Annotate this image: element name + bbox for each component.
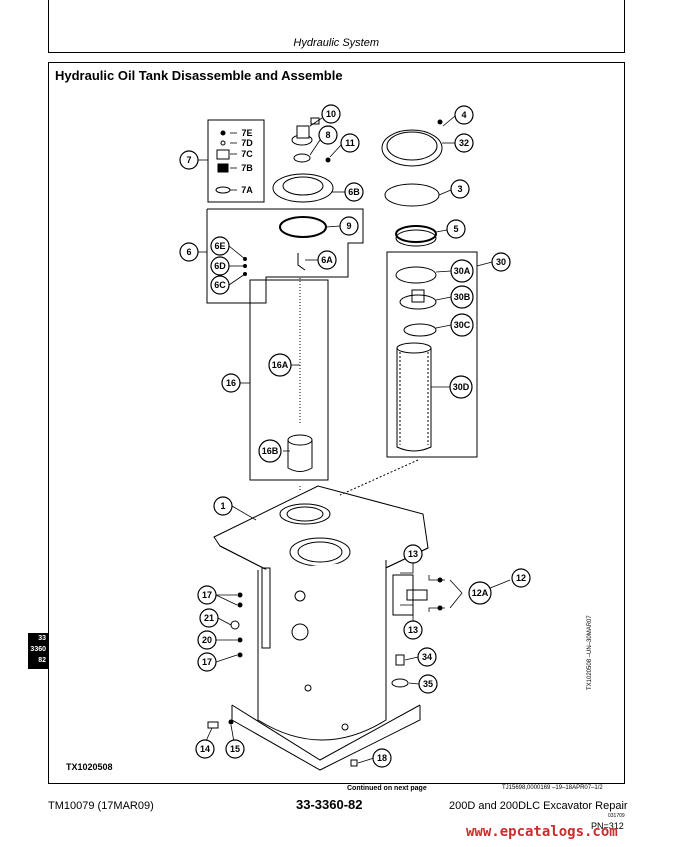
footer-manual-id: TM10079 (17MAR09) [48, 800, 154, 812]
callout-5: 5 [453, 224, 458, 234]
callout-12A: 12A [472, 588, 489, 598]
callout-30: 30 [496, 257, 506, 267]
callout-7E: 7E [241, 128, 252, 138]
callout-4: 4 [461, 110, 466, 120]
section-tab-number: 3360 [30, 646, 46, 653]
oil-tank [213, 459, 429, 771]
callout-21: 21 [204, 613, 214, 623]
figure-id: TX1020508 [66, 762, 113, 772]
callout-1: 1 [220, 501, 225, 511]
tank-cover-parts [381, 129, 443, 452]
callout-30A: 30A [454, 266, 471, 276]
section-tab-group: 33 [38, 635, 46, 642]
group-boxes [206, 119, 478, 481]
continued-note: Continued on next page [347, 785, 427, 792]
callout-13-upper: 13 [408, 549, 418, 559]
breather-parts [215, 125, 334, 472]
callout-7B: 7B [241, 163, 253, 173]
callout-circles [179, 104, 531, 768]
callout-14: 14 [200, 744, 210, 754]
callout-7D: 7D [241, 138, 253, 148]
callout-6B: 6B [348, 187, 360, 197]
callout-18: 18 [377, 753, 387, 763]
watermark: www.epcatalogs.com [466, 824, 618, 840]
leader-lines [198, 115, 511, 764]
callout-7C: 7C [241, 149, 253, 159]
section-title: Hydraulic System [293, 37, 379, 49]
callout-30D: 30D [453, 382, 470, 392]
callout-6D: 6D [214, 261, 226, 271]
callout-17-lower: 17 [202, 657, 212, 667]
vertical-reference: TX1020508 –UN–30MAR07 [587, 615, 593, 690]
callout-15: 15 [230, 744, 240, 754]
callout-10: 10 [326, 109, 336, 119]
callout-3: 3 [457, 184, 462, 194]
section-tab: 33 3360 82 [28, 633, 48, 669]
footer-small-code: 031709 [608, 813, 625, 819]
section-tab-page: 82 [38, 657, 46, 664]
figure-frame [48, 62, 625, 784]
callout-32: 32 [459, 138, 469, 148]
callout-20: 20 [202, 635, 212, 645]
callout-8: 8 [325, 130, 330, 140]
callout-6C: 6C [214, 280, 226, 290]
callout-17-upper: 17 [202, 590, 212, 600]
callout-30C: 30C [454, 320, 471, 330]
footer-pn: PN=312 [591, 821, 624, 831]
callout-35: 35 [423, 679, 433, 689]
callout-12: 12 [516, 573, 526, 583]
callout-16: 16 [226, 378, 236, 388]
callout-13-lower: 13 [408, 625, 418, 635]
callout-11: 11 [345, 138, 355, 148]
callout-6: 6 [186, 247, 191, 257]
callout-16B: 16B [262, 446, 279, 456]
reference-code: TJ15698,0000169 –19–18APR07–1/2 [502, 785, 603, 791]
callout-9: 9 [346, 221, 351, 231]
callout-30B: 30B [454, 292, 471, 302]
callout-7: 7 [186, 155, 191, 165]
callout-6E: 6E [214, 241, 225, 251]
callout-labels: 10 8 11 7 7E 7D 7C 7B 7A 6B 9 6 6E 6D 6C… [186, 109, 526, 763]
callout-16A: 16A [272, 360, 289, 370]
page-title: Hydraulic Oil Tank Disassemble and Assem… [55, 68, 343, 83]
footer-manual-title: 200D and 200DLC Excavator Repair [449, 800, 628, 812]
callout-6A: 6A [321, 255, 333, 265]
callout-34: 34 [422, 652, 432, 662]
footer-page-number: 33-3360-82 [296, 797, 363, 812]
callout-7A: 7A [241, 185, 253, 195]
page-header: Hydraulic System [48, 0, 625, 53]
